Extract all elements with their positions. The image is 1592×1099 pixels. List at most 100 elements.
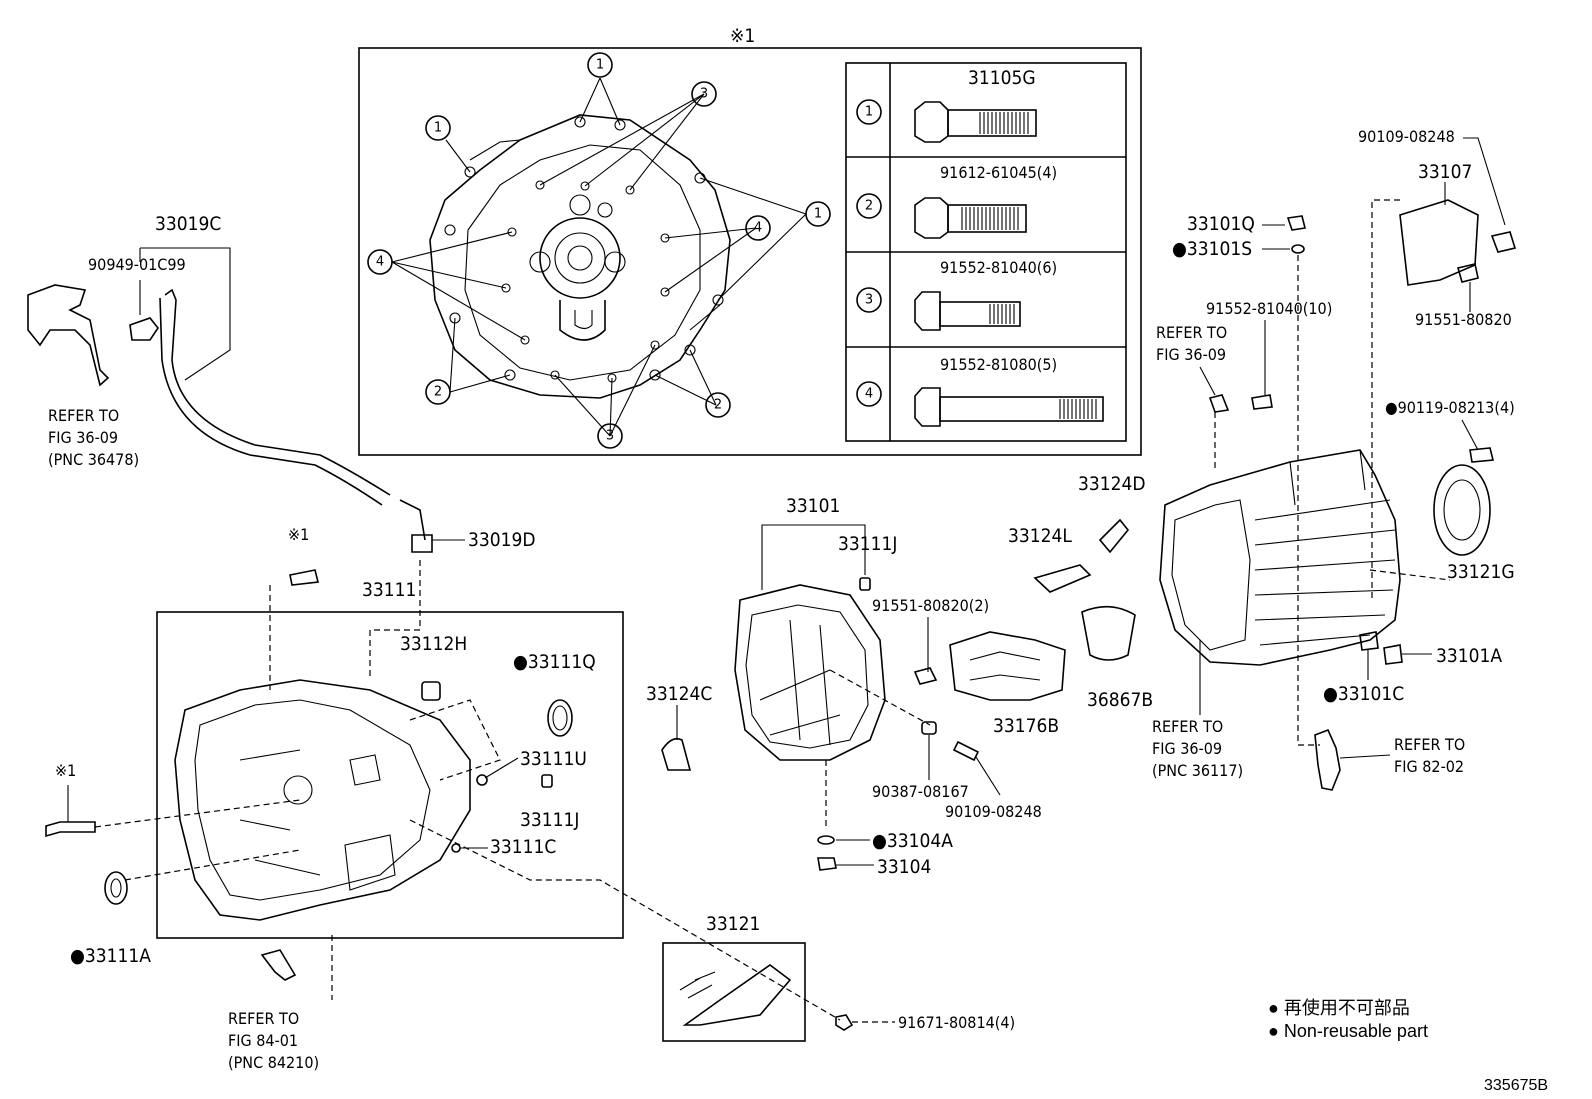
svg-text:3: 3 xyxy=(865,293,873,308)
label-33121: 33121 xyxy=(706,913,760,935)
label-33019C: 33019C xyxy=(155,213,221,235)
bracket-36478 xyxy=(27,284,110,387)
label-90109-b: 90109-08248 xyxy=(1358,127,1455,146)
note-mark-a: ※1 xyxy=(288,525,309,544)
refer-36-09-mid-2: FIG 36-09 xyxy=(1156,345,1226,364)
label-33111A: ●33111A xyxy=(70,945,151,967)
sensor-84210 xyxy=(260,949,297,981)
left-group: 33019C 90949-01C99 REFER TO FIG 36-09 (P… xyxy=(27,213,1015,1072)
label-33111Q: ●33111Q xyxy=(513,651,596,673)
svg-text:4: 4 xyxy=(376,255,384,270)
bolt-x1-top xyxy=(289,569,319,586)
callout-3b: 3 xyxy=(597,423,623,449)
part-33176B xyxy=(949,631,1066,701)
refer-36-09-left-2: FIG 36-09 xyxy=(48,428,118,447)
bolt-row-1: 1 31105G xyxy=(856,67,1037,143)
label-33101: 33101 xyxy=(786,495,840,517)
svg-text:1: 1 xyxy=(596,58,604,73)
label-33101C: ●33101C xyxy=(1323,683,1404,705)
bolt-row-4: 4 91552-81080(5) xyxy=(856,355,1104,427)
label-91551: 91551-80820 xyxy=(1415,310,1512,329)
label-90109-a: 90109-08248 xyxy=(945,802,1042,821)
callout-2b: 2 xyxy=(705,392,731,418)
legend-jp: ● 再使用不可部品 xyxy=(1268,998,1410,1018)
bolt-row-4-part: 91552-81080(5) xyxy=(940,355,1057,374)
svg-text:4: 4 xyxy=(865,387,873,402)
connector-90949 xyxy=(129,317,159,341)
refer-82-02-1: REFER TO xyxy=(1394,735,1465,754)
breather-hose xyxy=(164,288,391,496)
label-33124L: 33124L xyxy=(1008,525,1072,547)
part-33124L xyxy=(1033,564,1092,593)
detail-callouts: 1 1 1 3 4 4 2 2 3 xyxy=(367,52,831,449)
box-33121 xyxy=(662,942,806,1042)
refer-84-01-3: (PNC 84210) xyxy=(228,1053,319,1072)
label-90949-01C99: 90949-01C99 xyxy=(88,255,186,274)
part-36867B xyxy=(1081,605,1136,661)
label-33104: 33104 xyxy=(877,856,931,878)
bolt-row-2: 2 91612-61045(4) xyxy=(856,163,1057,239)
case-box xyxy=(156,611,624,939)
refer-36-09-left-1: REFER TO xyxy=(48,406,119,425)
refer-82-02-2: FIG 82-02 xyxy=(1394,757,1464,776)
detail-box-frame xyxy=(358,47,1142,456)
note-mark-b: ※1 xyxy=(55,761,76,780)
detail-callout-leaders xyxy=(391,77,807,437)
label-33101Q: 33101Q xyxy=(1187,213,1255,235)
legend-en: ● Non-reusable part xyxy=(1268,1021,1428,1041)
refer-84-01-2: FIG 84-01 xyxy=(228,1031,298,1050)
bell-housing-face-drawing xyxy=(429,114,731,399)
right-group: 33101Q ●33101S 91552-81040(10) REFER TO … xyxy=(1152,127,1517,791)
bolt-row-1-part: 31105G xyxy=(968,67,1036,89)
svg-text:3: 3 xyxy=(700,87,708,102)
detail-box-note-mark: ※1 xyxy=(730,25,755,47)
callout-4b: 4 xyxy=(745,215,771,241)
bolt-table: 1 31105G 2 91612-61045(4) 3 91552-81040(… xyxy=(845,62,1127,442)
label-33111J-a: 33111J xyxy=(520,809,579,831)
cover-33107 xyxy=(1399,199,1479,286)
bolt-row-2-part: 91612-61045(4) xyxy=(940,163,1057,182)
refer-36-09-right-3: (PNC 36117) xyxy=(1152,761,1243,780)
label-33124C: 33124C xyxy=(646,683,712,705)
label-33104A: ●33104A xyxy=(872,830,953,852)
callout-4a: 4 xyxy=(367,249,393,275)
label-33107: 33107 xyxy=(1418,161,1472,183)
label-33101S: ●33101S xyxy=(1172,238,1252,260)
label-33101A: 33101A xyxy=(1436,645,1502,667)
extension-housing-drawing xyxy=(734,584,886,761)
svg-text:2: 2 xyxy=(714,398,722,413)
part-33124D xyxy=(1098,518,1130,554)
label-33111J-b: 33111J xyxy=(838,533,897,555)
label-91551-2: 91551-80820(2) xyxy=(872,596,989,615)
bolt-x1-left xyxy=(45,821,96,838)
svg-text:3: 3 xyxy=(606,429,614,444)
detail-box: ※1 xyxy=(358,25,1142,456)
svg-text:2: 2 xyxy=(434,385,442,400)
legend: ● 再使用不可部品 ● Non-reusable part xyxy=(1268,998,1428,1041)
refer-36-09-right-1: REFER TO xyxy=(1152,717,1223,736)
refer-36-09-left-3: (PNC 36478) xyxy=(48,450,139,469)
bolt-row-3-part: 91552-81040(6) xyxy=(940,258,1057,277)
label-33176B: 33176B xyxy=(993,715,1059,737)
plate-33121 xyxy=(682,964,792,1026)
svg-text:1: 1 xyxy=(434,121,442,136)
label-33112H: 33112H xyxy=(400,633,467,655)
label-90387: 90387-08167 xyxy=(872,782,969,801)
middle-group: 33101 33111J 33124C 91551-80820(2) 33176… xyxy=(646,473,1153,878)
part-33124C xyxy=(661,737,692,771)
bracket-82-02 xyxy=(1314,728,1341,791)
refer-36-09-right-2: FIG 36-09 xyxy=(1152,739,1222,758)
retainer-33121G xyxy=(1433,464,1491,556)
label-91671: 91671-80814(4) xyxy=(898,1013,1015,1032)
refer-36-09-mid-1: REFER TO xyxy=(1156,323,1227,342)
callout-1a: 1 xyxy=(587,52,613,78)
label-90119: ●90119-08213(4) xyxy=(1385,398,1515,417)
label-33111: 33111 xyxy=(362,579,416,601)
callout-1b: 1 xyxy=(425,115,451,141)
callout-3a: 3 xyxy=(691,81,717,107)
label-33121G: 33121G xyxy=(1447,561,1515,583)
refer-84-01-1: REFER TO xyxy=(228,1009,299,1028)
transmission-case-drawing xyxy=(174,679,471,921)
transfer-case-drawing xyxy=(1159,449,1401,666)
